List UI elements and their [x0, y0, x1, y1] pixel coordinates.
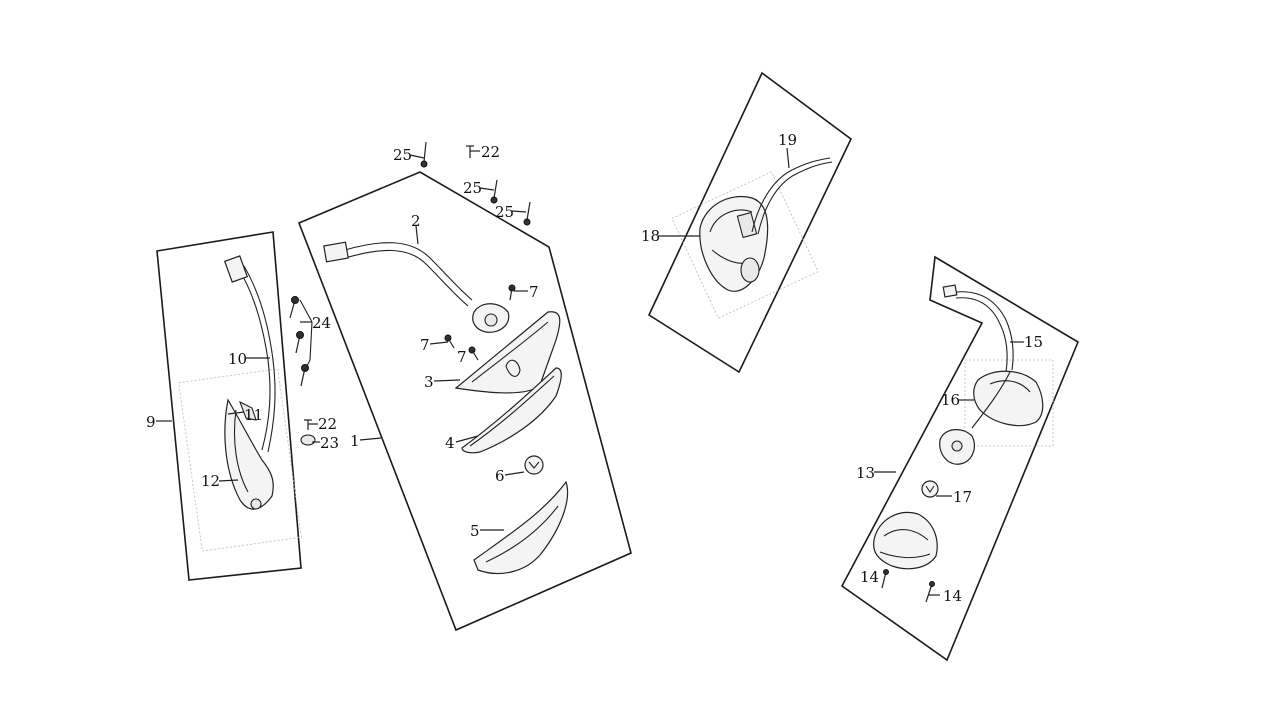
lamp-housing-3-reflector [471, 321, 549, 383]
screw-7-c [468, 346, 479, 361]
wire-harness-2 [344, 242, 473, 301]
bulb-6 [524, 455, 544, 475]
leader-3 [433, 379, 461, 382]
lamp-lens-4 [461, 367, 562, 454]
label-18: 18 [641, 227, 660, 245]
bulb-6-filament [528, 461, 540, 469]
label-22a: 22 [481, 143, 500, 161]
label-17: 17 [953, 488, 972, 506]
leader-2 [415, 225, 419, 245]
lens-detail-12 [234, 409, 249, 493]
leader-25a [409, 154, 425, 159]
leader-12 [218, 479, 239, 482]
connector-2 [323, 241, 349, 263]
guide-box-18 [671, 171, 819, 319]
wire-harness-10 [237, 267, 271, 451]
turn-signal-lens-13 [873, 511, 938, 570]
group-box-9 [156, 231, 302, 581]
connector-15 [942, 284, 958, 298]
group-box-18 [647, 71, 853, 374]
leader-25c [511, 210, 527, 213]
grommet-23 [300, 434, 316, 446]
screw-25-c [523, 201, 531, 226]
wire-15-outer [955, 297, 1008, 373]
label-9: 9 [146, 413, 156, 431]
leader-4 [455, 435, 479, 443]
label-7a: 7 [529, 283, 539, 301]
lens-13-detail [879, 529, 931, 559]
lamp-lens-4-inner [469, 375, 555, 447]
screw-25-a [420, 141, 428, 168]
wire-19-outer [757, 161, 833, 235]
housing-11 [238, 400, 257, 421]
label-10: 10 [228, 350, 247, 368]
label-13: 13 [856, 464, 875, 482]
lamp-cover-5 [473, 480, 569, 575]
screw-14-a [881, 569, 889, 589]
screw-25-b [490, 179, 498, 204]
bulb-socket-12 [250, 498, 262, 510]
leader-1 [359, 437, 382, 441]
lamp-housing-3-socket [505, 359, 521, 377]
bulb-socket-16-center [951, 440, 963, 452]
group-box-1 [297, 171, 632, 632]
clip-22-left [304, 419, 312, 430]
group-box-13 [840, 255, 1080, 662]
label-14b: 14 [943, 587, 962, 605]
label-25b: 25 [463, 179, 482, 197]
label-25a: 25 [393, 146, 412, 164]
leader-bracket-24 [299, 299, 313, 373]
wire-19 [751, 157, 831, 233]
leader-6 [504, 471, 525, 476]
screw-24-c [300, 364, 309, 387]
tail-lamp-18-socket [740, 257, 760, 283]
screw-24-a [289, 296, 299, 319]
label-16: 16 [941, 391, 960, 409]
label-23: 23 [320, 434, 339, 452]
label-24: 24 [312, 314, 331, 332]
label-15: 15 [1024, 333, 1043, 351]
leader-7b [429, 341, 449, 345]
wire-harness-2-outer [344, 249, 469, 307]
guide-box-9 [178, 368, 302, 552]
label-14a: 14 [860, 568, 879, 586]
wire-16 [971, 371, 1011, 429]
leader-19 [786, 147, 790, 169]
label-11: 11 [244, 406, 263, 424]
screw-7-b [444, 334, 455, 349]
screw-7-a [508, 284, 516, 301]
bulb-17 [921, 480, 939, 498]
leader-25b [479, 187, 495, 191]
leader-11 [227, 411, 245, 415]
bulb-17-filament [925, 485, 935, 493]
clip-22-top [466, 145, 474, 158]
bulb-holder-hole [484, 313, 498, 327]
label-25c: 25 [495, 203, 514, 221]
wire-15 [955, 291, 1014, 371]
wire-harness-10-outer [243, 265, 276, 453]
screw-14-b [925, 581, 935, 603]
label-7c: 7 [457, 348, 467, 366]
turn-signal-lens-12 [224, 398, 274, 510]
connector-10 [223, 255, 249, 283]
label-2: 2 [411, 212, 421, 230]
label-3: 3 [424, 373, 434, 391]
housing-16-detail [989, 380, 1031, 393]
label-1: 1 [350, 432, 360, 450]
label-5: 5 [470, 522, 480, 540]
label-19: 19 [778, 131, 797, 149]
lamp-cover-5-detail [485, 505, 559, 563]
turn-signal-housing-16 [973, 370, 1044, 427]
label-22b: 22 [318, 415, 337, 433]
label-12: 12 [201, 472, 220, 490]
guide-box-13 [964, 359, 1054, 447]
label-4: 4 [445, 434, 455, 452]
screw-24-b [295, 331, 304, 354]
label-7b: 7 [420, 336, 430, 354]
label-6: 6 [495, 467, 505, 485]
